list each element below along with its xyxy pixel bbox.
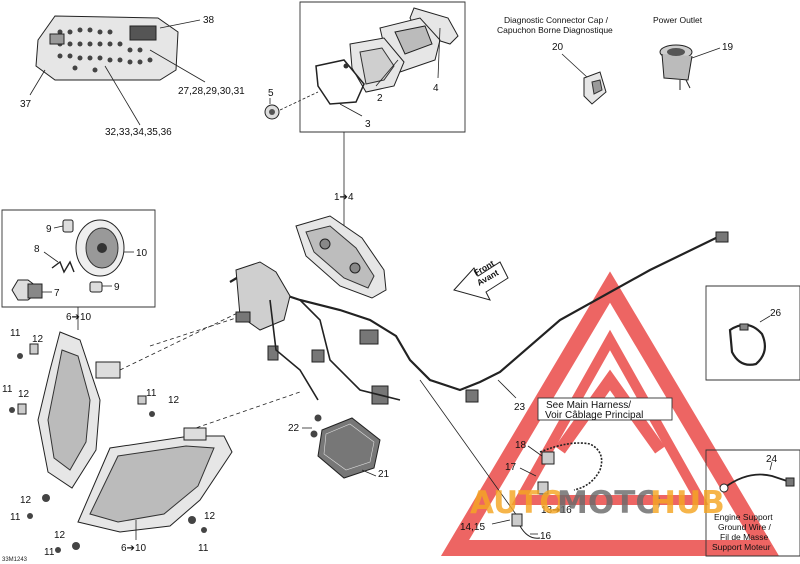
main-harness-note-line1: See Main Harness/	[546, 400, 631, 411]
bulb-socket	[62, 219, 74, 233]
power-outlet-caption: Power Outlet	[653, 15, 703, 25]
main-wiring-harness	[229, 231, 729, 405]
voltage-regulator	[317, 417, 381, 479]
callout-11-f: 11	[198, 543, 209, 554]
watermark-moto: MOTO	[557, 485, 662, 521]
diagnostic-cap-caption-line1: Diagnostic Connector Cap /	[504, 15, 609, 25]
main-harness-note-line2: Voir Câblage Principal	[545, 410, 643, 421]
callout-16: 16	[540, 531, 552, 542]
callout-13-16: 13➔16	[541, 505, 572, 516]
callout-11-e: 11	[44, 547, 55, 558]
power-outlet	[659, 44, 693, 90]
callout-12-a: 12	[32, 334, 44, 345]
callout-3: 3	[365, 119, 371, 130]
ground-wire-detail-frame	[705, 449, 800, 557]
callout-6-10-bottom: 6➔10	[121, 543, 147, 554]
diagnostic-connector-cap	[583, 71, 607, 105]
headlight-detail-frame	[1, 209, 156, 308]
callout-12-d: 12	[20, 495, 32, 506]
callout-10: 10	[136, 248, 148, 259]
fastener-group-left	[9, 343, 155, 417]
nut-22	[310, 414, 322, 438]
cable-tie-detail-frame	[705, 285, 800, 381]
callout-27-31: 27,28,29,30,31	[178, 86, 245, 97]
callout-12-c: 12	[168, 395, 180, 406]
callout-8: 8	[34, 244, 40, 255]
callout-20: 20	[552, 42, 564, 53]
callout-12-f: 12	[204, 511, 216, 522]
gauge-lens	[349, 37, 405, 93]
gauge-frame	[315, 59, 365, 105]
instrument-cluster	[295, 215, 387, 299]
callout-12-b: 12	[18, 389, 30, 400]
front-direction-arrow: Front Avant	[453, 258, 509, 301]
callout-11-a: 11	[10, 328, 21, 339]
callout-7: 7	[54, 288, 60, 299]
diagram-id: 33M1243	[2, 557, 28, 563]
watermark-auto: AUTO	[470, 485, 566, 521]
ground-caption-line3: Fil de Masse	[720, 532, 768, 542]
callout-23: 23	[514, 402, 526, 413]
callout-5: 5	[268, 88, 274, 99]
callout-37: 37	[20, 99, 32, 110]
diagnostic-cap-caption-line2: Capuchon Borne Diagnostique	[497, 25, 613, 35]
right-headlight	[77, 427, 233, 533]
callout-9-top: 9	[46, 224, 52, 235]
left-headlight	[37, 331, 121, 489]
watermark-text: AUTO MOTO HUB	[470, 485, 725, 521]
fastener-group-bottom	[27, 494, 207, 553]
ecu-module	[35, 15, 179, 81]
connector-14-15	[511, 513, 541, 539]
ground-caption-line2: Ground Wire /	[718, 522, 772, 532]
dial-knob	[264, 104, 280, 120]
callout-12-e: 12	[54, 530, 66, 541]
headlight-reflector	[75, 219, 125, 277]
watermark-hub: HUB	[650, 485, 725, 521]
callout-1-4: 1➔4	[334, 192, 354, 203]
callout-21: 21	[378, 469, 390, 480]
callout-18: 18	[515, 440, 527, 451]
callout-6-10-top: 6➔10	[66, 312, 92, 323]
callout-11-c: 11	[146, 388, 157, 399]
callout-2: 2	[377, 93, 383, 104]
gauge-detail-frame	[299, 1, 466, 133]
heated-grip-wires	[537, 442, 603, 495]
gauge-screw	[343, 63, 349, 69]
callout-22: 22	[288, 423, 300, 434]
cable-tie	[728, 323, 767, 366]
ground-wire	[719, 473, 795, 493]
retaining-spring	[51, 260, 75, 274]
callout-11-b: 11	[2, 384, 13, 395]
ground-caption-line1: Engine Support	[714, 512, 773, 522]
callout-32-36: 32,33,34,35,36	[105, 127, 172, 138]
callout-26: 26	[770, 308, 782, 319]
headlight-bulb	[11, 279, 43, 301]
main-harness-note-box	[537, 397, 673, 421]
callout-11-d: 11	[10, 512, 21, 523]
ground-caption-line4: Support Moteur	[712, 542, 771, 552]
callout-4: 4	[433, 83, 439, 94]
callout-17: 17	[505, 462, 517, 473]
callout-24: 24	[766, 454, 778, 465]
callout-19: 19	[722, 42, 734, 53]
callout-38: 38	[203, 15, 215, 26]
callout-14-15: 14,15	[460, 522, 485, 533]
callout-9-bottom: 9	[114, 282, 120, 293]
bulb-socket-small	[89, 281, 103, 293]
